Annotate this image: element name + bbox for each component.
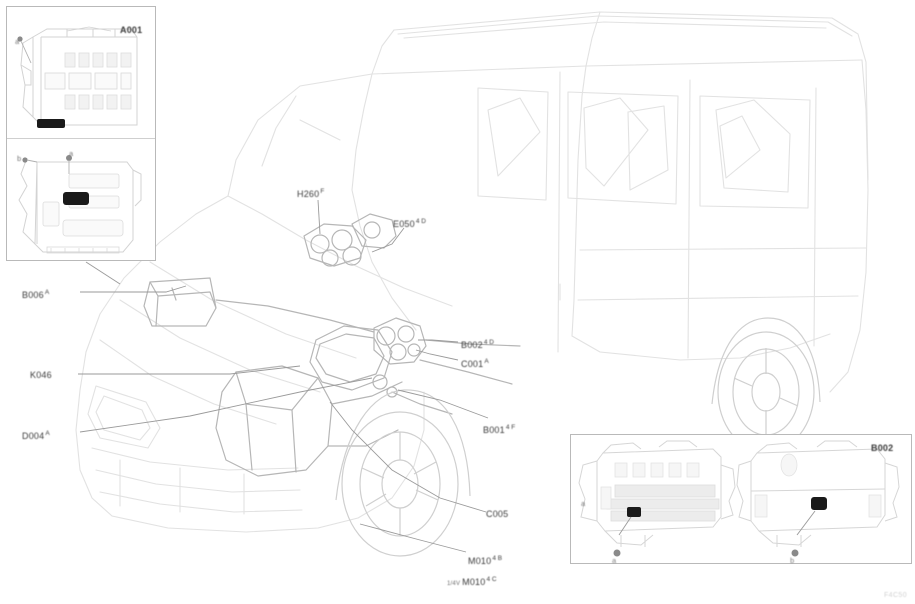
callout-m010_4b: M0104 B (468, 553, 502, 567)
callout-code: M010 (462, 577, 486, 587)
connector-right-foot-label: b (790, 556, 795, 565)
callout-code: B001 (483, 425, 505, 435)
callout-suffix: 4 D (415, 218, 426, 225)
callout-d004a: D004A (22, 428, 50, 442)
callout-b002_4d: B0024 D (461, 337, 494, 351)
callout-suffix: A (45, 430, 50, 437)
callout-suffix: A (484, 358, 489, 365)
connector-left-pin-highlight (627, 507, 641, 517)
callout-suffix: A (44, 289, 50, 296)
inset-top-left-label: A001 (120, 25, 143, 35)
callout-code: C001 (461, 359, 484, 369)
relay-box-pin-marker-top (66, 155, 72, 161)
connector-left-marker-label: a (581, 499, 586, 508)
relay-box-pin-marker-left-label: b (17, 154, 22, 163)
callout-b006a: B006A (22, 287, 49, 301)
callout-suffix: 4 B (492, 555, 503, 562)
callout-suffix: 4 C (486, 576, 497, 583)
callout-code: M010 (468, 556, 492, 566)
callout-c005: C005 (486, 509, 508, 520)
connector-right-foot-marker (791, 549, 799, 557)
connector-detail-art (578, 440, 900, 557)
callout-h260f: H260F (297, 186, 324, 200)
callout-code: H260 (297, 189, 320, 199)
fuse-box-panel (17, 26, 138, 128)
fuse-box-pin-marker-label: a (15, 37, 20, 46)
callout-suffix: 4 D (483, 339, 494, 346)
fuse-box-pin-marker (17, 36, 23, 42)
callout-suffix: F (320, 188, 325, 195)
callout-code: E050 (393, 219, 415, 229)
connector-detail-inset: B002 a (570, 434, 912, 564)
fuse-and-relay-box-inset: A001 (6, 6, 156, 261)
relay-box-pin-marker-left (22, 157, 28, 163)
callout-code: B006 (22, 290, 44, 300)
relay-box-panel (18, 155, 142, 254)
connector-left-foot-label: a (612, 556, 617, 565)
callout-code: C005 (486, 509, 509, 519)
inset-bottom-right-label: B002 (871, 443, 894, 453)
callout-k046: K046 (30, 370, 52, 381)
callout-code: B002 (461, 340, 483, 350)
callout-e050_4d: E0504 D (393, 216, 426, 230)
connector-right-pin-highlight (811, 497, 827, 510)
relay-highlight (63, 192, 89, 205)
callout-code: D004 (22, 431, 45, 441)
callout-prefix: 1/4V (447, 581, 461, 587)
callout-code: K046 (30, 370, 52, 380)
callout-suffix: 4 F (505, 424, 516, 431)
callout-b001_4f: B0014 F (483, 422, 515, 436)
inset-divider (7, 138, 155, 139)
connector-left-foot-marker (613, 549, 621, 557)
relay-box-pin-marker-top-label: a (69, 149, 74, 158)
page-code: F4C50 (883, 592, 907, 599)
fuse-strip-highlight (37, 119, 65, 128)
callout-c001a: C001A (461, 356, 489, 370)
